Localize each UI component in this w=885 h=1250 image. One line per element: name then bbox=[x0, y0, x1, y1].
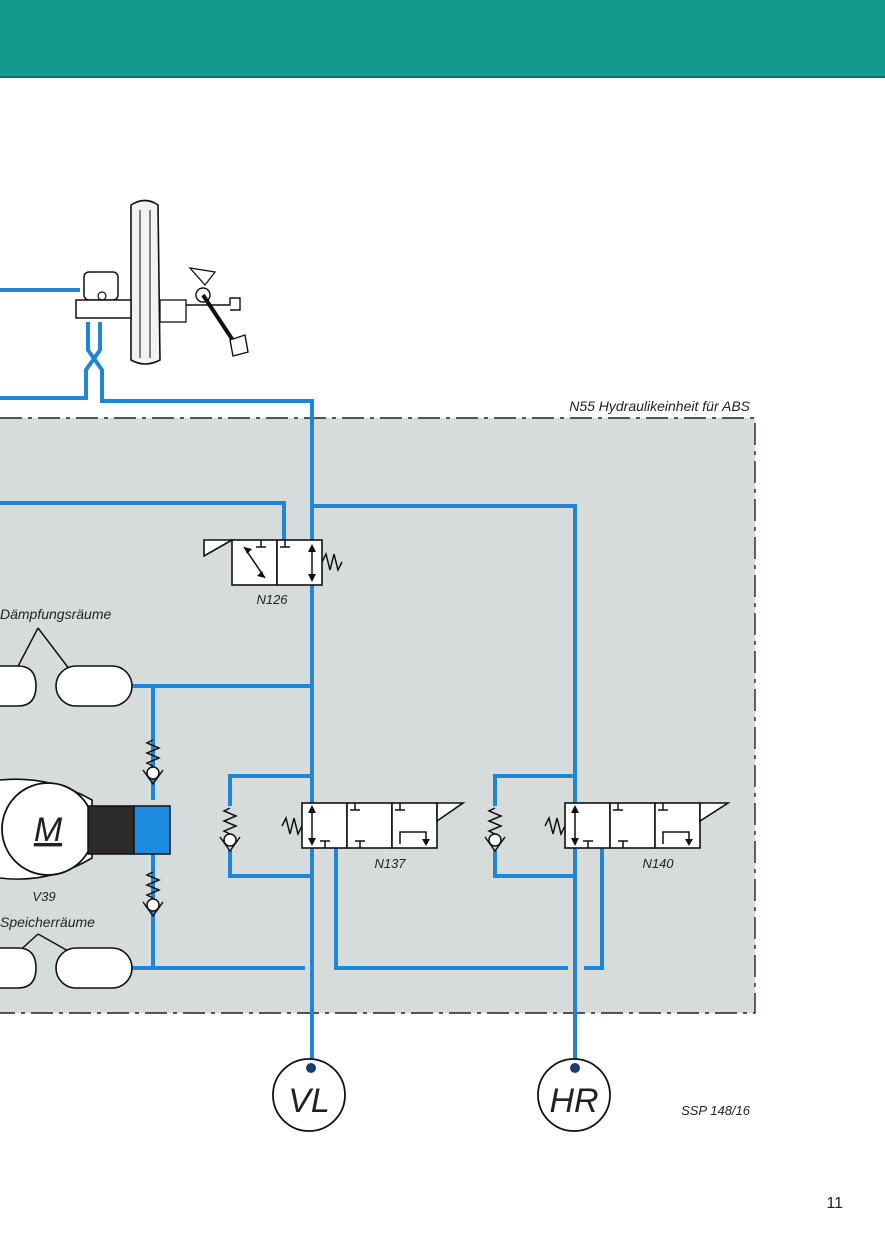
page-number: 11 bbox=[826, 1195, 843, 1212]
valve-n140 bbox=[544, 802, 731, 849]
label-v39: V39 bbox=[32, 889, 55, 904]
damping-chamber-left bbox=[0, 665, 37, 707]
master-cylinder-icon bbox=[75, 271, 132, 319]
label-n140: N140 bbox=[642, 856, 674, 871]
check-valve-icon bbox=[488, 833, 502, 847]
header-band bbox=[0, 0, 885, 78]
motor-symbol: M bbox=[34, 811, 63, 849]
label-storage-chambers: Speicherräume bbox=[0, 914, 95, 930]
label-hr: HR bbox=[549, 1082, 598, 1120]
spring-icon bbox=[544, 815, 566, 837]
check-valve-icon bbox=[146, 898, 160, 912]
spring-icon bbox=[487, 807, 503, 835]
spring-icon bbox=[281, 815, 303, 837]
storage-chamber-right bbox=[55, 947, 133, 989]
hydraulic-lines bbox=[0, 288, 604, 1060]
label-damping-chambers: Dämpfungsräume bbox=[0, 606, 111, 622]
check-valve-icon bbox=[223, 833, 237, 847]
return-check-valves bbox=[219, 807, 506, 853]
spring-icon bbox=[222, 807, 238, 835]
brake-booster-icon bbox=[130, 199, 187, 365]
label-n137: N137 bbox=[374, 856, 406, 871]
pump-check-valves bbox=[142, 739, 164, 918]
spring-icon bbox=[321, 551, 343, 573]
pump-chamber bbox=[133, 805, 171, 855]
spring-icon bbox=[145, 871, 161, 899]
valve-n137 bbox=[281, 802, 466, 849]
check-valve-icon bbox=[146, 766, 160, 780]
valve-n126 bbox=[203, 539, 343, 586]
unit-title: N55 Hydraulikeinheit für ABS bbox=[569, 398, 750, 414]
label-n126: N126 bbox=[256, 592, 288, 607]
spring-icon bbox=[145, 739, 161, 767]
wheel-brake-vl bbox=[272, 1058, 346, 1132]
unit-border bbox=[0, 417, 756, 1014]
brake-pedal-icon bbox=[186, 267, 249, 357]
label-vl: VL bbox=[288, 1082, 330, 1120]
figure-reference: SSP 148/16 bbox=[681, 1103, 751, 1118]
hydraulic-unit-area bbox=[0, 418, 755, 1013]
storage-chamber-left bbox=[0, 947, 37, 989]
motor-icon bbox=[0, 778, 171, 880]
damping-chamber-right bbox=[55, 665, 133, 707]
damping-pointer bbox=[14, 627, 71, 673]
wheel-brake-hr bbox=[537, 1058, 611, 1132]
